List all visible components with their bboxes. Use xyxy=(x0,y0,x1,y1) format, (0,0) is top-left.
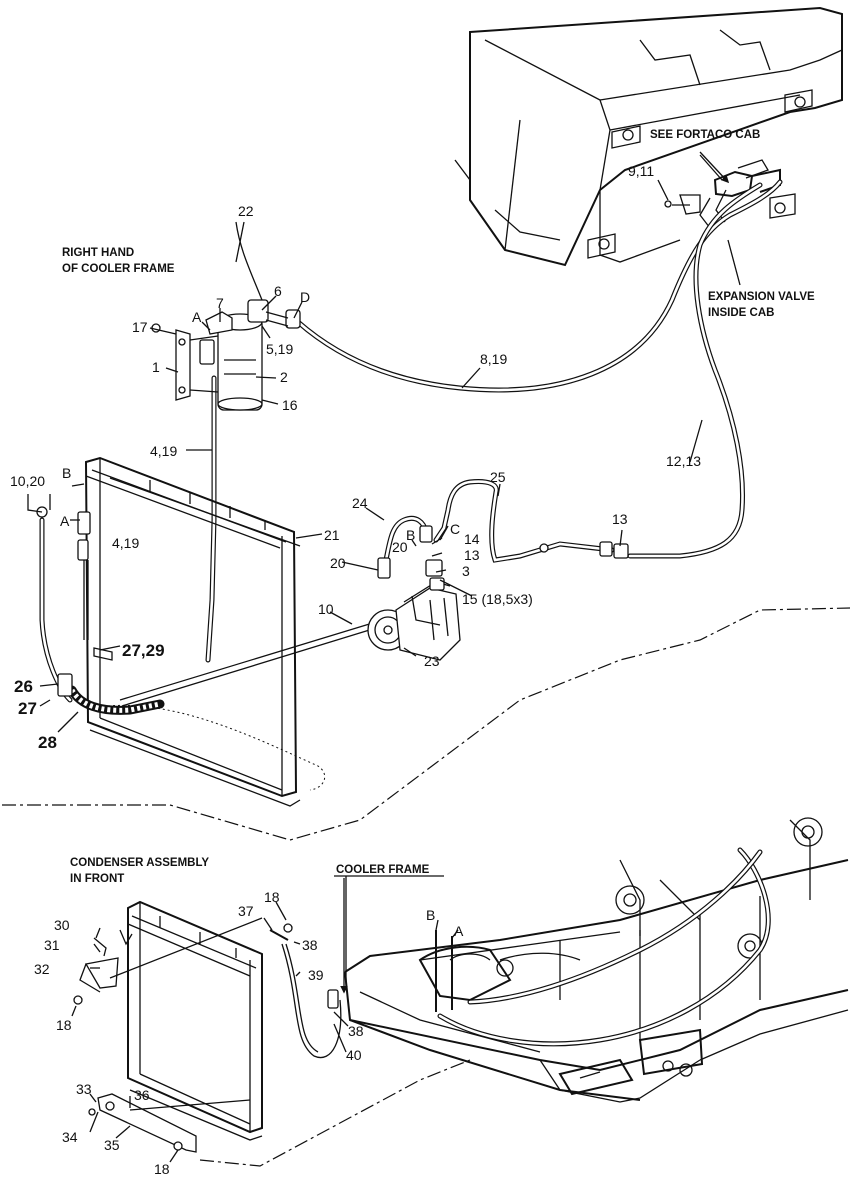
callout-b-mid: B xyxy=(406,527,415,543)
caption-cooler-frame: COOLER FRAME xyxy=(336,864,430,876)
leader-see-fortaco xyxy=(699,151,730,184)
callout-d: D xyxy=(300,289,310,305)
callout-18-c: 18 xyxy=(154,1161,170,1177)
callout-18-a: 18 xyxy=(56,1017,72,1033)
cab-outline xyxy=(454,6,843,267)
caption-condenser-1: CONDENSER ASSEMBLY xyxy=(70,857,209,869)
caption-right-hand-2: OF COOLER FRAME xyxy=(62,263,175,275)
caption-condenser-2: IN FRONT xyxy=(70,873,124,885)
callout-6: 6 xyxy=(274,283,282,299)
callout-21: 21 xyxy=(324,527,340,543)
callout-b-left: B xyxy=(62,465,71,481)
callout-20-b: 20 xyxy=(330,555,346,571)
callout-23: 23 xyxy=(424,653,440,669)
hose-8-19 xyxy=(295,179,783,393)
hose-12-13 xyxy=(627,182,763,559)
callout-15: 15 (18,5x3) xyxy=(462,591,533,607)
callout-b-low: B xyxy=(426,907,435,923)
callout-33: 33 xyxy=(76,1081,92,1097)
callout-39: 39 xyxy=(308,967,324,983)
callout-38-b: 38 xyxy=(348,1023,364,1039)
section-divider xyxy=(2,607,851,841)
callout-3: 3 xyxy=(462,563,470,579)
callout-25: 25 xyxy=(490,469,506,485)
callout-40: 40 xyxy=(346,1047,362,1063)
callout-24: 24 xyxy=(352,495,368,511)
caption-right-hand-1: RIGHT HAND xyxy=(62,247,134,259)
callout-13-a: 13 xyxy=(464,547,480,563)
callout-2: 2 xyxy=(280,369,288,385)
chassis-frame xyxy=(344,817,849,1103)
callout-32: 32 xyxy=(34,961,50,977)
line-25 xyxy=(433,479,629,563)
callout-a-low: A xyxy=(454,923,464,939)
callout-27-29: 27,29 xyxy=(122,641,165,660)
wire-22 xyxy=(235,221,263,301)
callout-30: 30 xyxy=(54,917,70,933)
caption-expansion-2: INSIDE CAB xyxy=(708,307,774,319)
callout-37: 37 xyxy=(238,903,254,919)
callout-8-19: 8,19 xyxy=(480,351,507,367)
callout-20-a: 20 xyxy=(392,539,408,555)
bracket-30-32 xyxy=(73,917,263,1005)
callout-a-left: A xyxy=(60,513,70,529)
callout-4-19-top: 4,19 xyxy=(150,443,177,459)
receiver-drier xyxy=(151,299,301,411)
callout-18-b: 18 xyxy=(264,889,280,905)
condenser-top xyxy=(84,456,326,807)
callout-16: 16 xyxy=(282,397,298,413)
callout-5-19: 5,19 xyxy=(266,341,293,357)
callout-1: 1 xyxy=(152,359,160,375)
callout-38-a: 38 xyxy=(302,937,318,953)
line-24 xyxy=(377,515,433,579)
leader-lines xyxy=(27,154,741,1163)
hose-28 xyxy=(36,506,165,715)
callout-12-13: 12,13 xyxy=(666,453,701,469)
callout-10-20: 10,20 xyxy=(10,473,45,489)
callout-4-19-left: 4,19 xyxy=(112,535,139,551)
hose-10 xyxy=(119,621,377,707)
callout-c: C xyxy=(450,521,460,537)
callout-10: 10 xyxy=(318,601,334,617)
callout-31: 31 xyxy=(44,937,60,953)
callout-26: 26 xyxy=(14,677,33,696)
callout-a-drier: A xyxy=(192,309,202,325)
callout-9-11: 9,11 xyxy=(628,163,654,179)
callout-34: 34 xyxy=(62,1129,78,1145)
hose-4-19 xyxy=(205,375,217,663)
compressor xyxy=(367,559,461,661)
callout-7: 7 xyxy=(216,295,224,311)
bracket-33-36 xyxy=(88,1093,251,1153)
callout-13-b: 13 xyxy=(612,511,628,527)
callout-36: 36 xyxy=(134,1087,150,1103)
callout-27: 27 xyxy=(18,699,37,718)
leader-dash-bottom xyxy=(199,1059,471,1167)
callout-17: 17 xyxy=(132,319,148,335)
caption-expansion-1: EXPANSION VALVE xyxy=(708,291,815,303)
callout-28: 28 xyxy=(38,733,57,752)
callout-35: 35 xyxy=(104,1137,120,1153)
callout-14: 14 xyxy=(464,531,480,547)
caption-see-fortaco: SEE FORTACO CAB xyxy=(650,129,760,141)
callout-22: 22 xyxy=(238,203,254,219)
